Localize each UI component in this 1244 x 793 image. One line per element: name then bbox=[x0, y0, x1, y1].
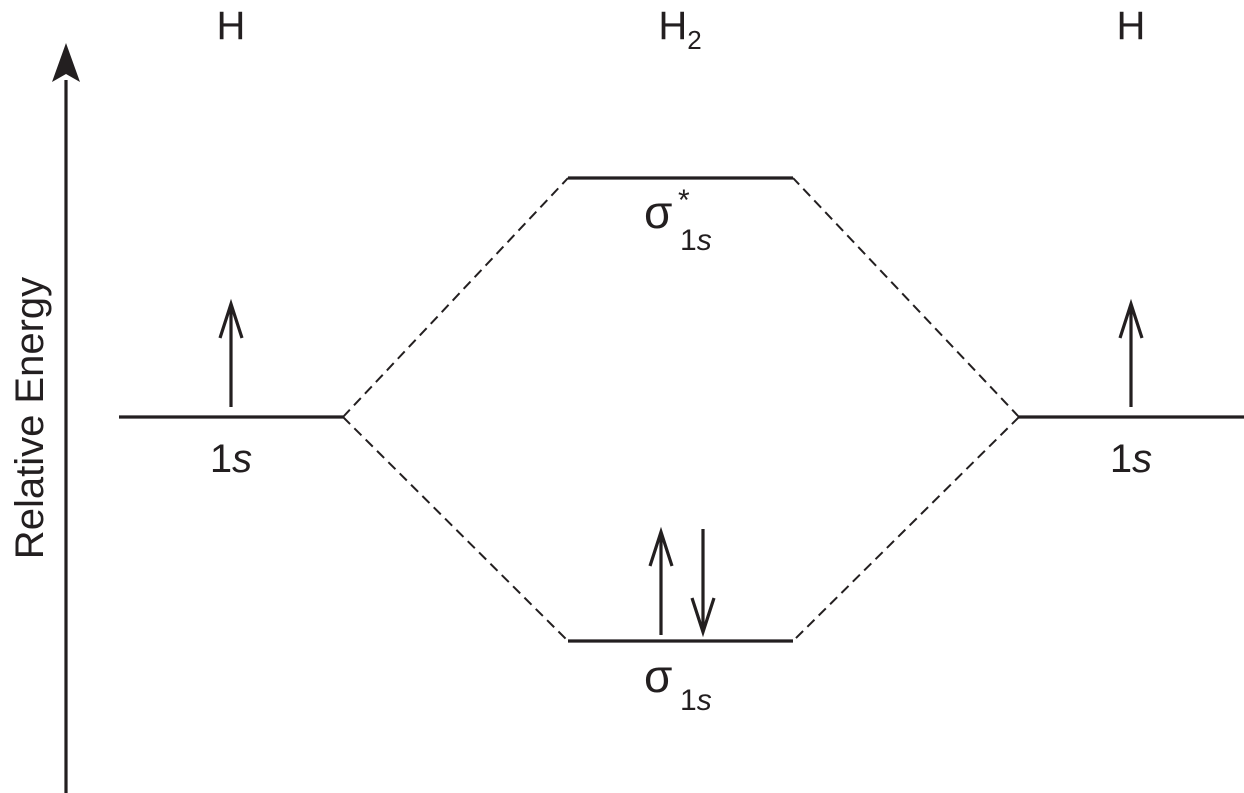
correlation-line-left-antibonding bbox=[342, 177, 569, 418]
right-orbital-label: 1s bbox=[1110, 437, 1152, 481]
bonding-subscript-letter: s bbox=[697, 684, 712, 717]
axis-label: Relative Energy bbox=[8, 277, 52, 559]
antibonding-orbital-superscript: * bbox=[678, 184, 690, 217]
bonding-electron-up-arrow bbox=[648, 526, 674, 635]
left-atom-label: H bbox=[217, 4, 246, 48]
antibonding-orbital-symbol: σ bbox=[644, 186, 672, 238]
left-orbital-number: 1 bbox=[210, 437, 232, 481]
bonding-orbital-subscript: 1s bbox=[680, 684, 712, 717]
correlation-line-right-bonding bbox=[792, 416, 1020, 642]
bonding-orbital-symbol: σ bbox=[644, 650, 672, 702]
bonding-electron-down-arrow bbox=[690, 529, 716, 638]
right-atom-label: H bbox=[1117, 4, 1146, 48]
left-electron-up-arrow bbox=[218, 298, 244, 407]
right-electron-up-arrow bbox=[1118, 298, 1144, 407]
molecule-label: H2 bbox=[658, 4, 701, 55]
left-orbital-label: 1s bbox=[210, 437, 252, 481]
antibonding-subscript-number: 1 bbox=[680, 224, 697, 257]
energy-axis bbox=[52, 43, 80, 793]
correlation-line-right-antibonding bbox=[792, 177, 1020, 418]
right-orbital-number: 1 bbox=[1110, 437, 1132, 481]
bonding-subscript-number: 1 bbox=[680, 684, 697, 717]
antibonding-subscript-letter: s bbox=[697, 224, 712, 257]
molecule-label-main: H bbox=[658, 4, 687, 48]
energy-axis-arrowhead bbox=[52, 43, 80, 82]
molecule-label-subscript: 2 bbox=[687, 25, 701, 55]
left-orbital-letter: s bbox=[232, 437, 252, 481]
correlation-line-left-bonding bbox=[342, 416, 569, 642]
antibonding-orbital-subscript: 1s bbox=[680, 224, 712, 257]
right-orbital-letter: s bbox=[1132, 437, 1152, 481]
